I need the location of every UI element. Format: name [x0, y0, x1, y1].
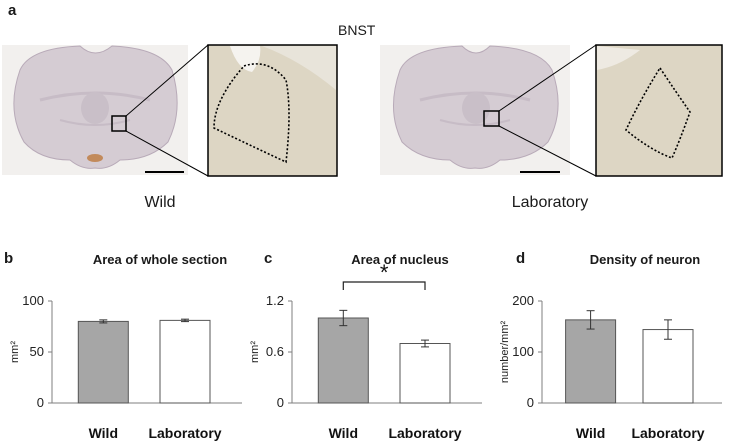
chart-area-nucleus: Area of nucleus 0 0.6 1.2 mm² Wild Laboratory… — [240, 246, 490, 443]
y-axis-label: mm² — [249, 341, 261, 363]
y-tick-label: 0.6 — [266, 344, 284, 359]
x-category-label: Laboratory — [388, 425, 461, 441]
y-tick-label: 0 — [527, 395, 534, 410]
x-category-label: Laboratory — [148, 425, 221, 441]
y-tick-label: 100 — [22, 293, 44, 308]
y-tick-label: 100 — [512, 344, 534, 359]
significance-bracket — [342, 281, 426, 290]
y-tick-label: 0 — [37, 395, 44, 410]
bar-wild — [77, 320, 129, 404]
y-tick-label: 0 — [277, 395, 284, 410]
panel-d-label: d — [516, 250, 526, 267]
bar-laboratory — [642, 329, 694, 404]
chart-title: Area of whole section — [92, 252, 228, 267]
panel-c-label: c — [264, 250, 273, 267]
x-category-label: Laboratory — [631, 425, 704, 441]
bar-wild — [565, 319, 617, 404]
chart-title: Density of neuron — [589, 252, 701, 267]
bnst-label: BNST — [338, 22, 376, 38]
y-tick-label: 200 — [512, 293, 534, 308]
panel-a-label: a — [8, 2, 17, 19]
wild-bnst-zoom-image — [207, 44, 338, 177]
laboratory-brain-section-image — [380, 45, 570, 175]
panel-b-label: b — [4, 250, 14, 267]
chart-area-whole-section: Area of whole section 0 50 100 mm² Wild Labor… — [0, 246, 250, 443]
x-category-label: Wild — [89, 425, 118, 441]
chart-title: Area of nucleus — [351, 252, 449, 267]
micrograph-panel — [2, 44, 723, 177]
y-axis-label: number/mm² — [499, 320, 511, 383]
x-category-label: Wild — [576, 425, 605, 441]
wild-brain-section-image — [2, 45, 188, 175]
bar-laboratory — [159, 319, 211, 404]
y-tick-label: 1.2 — [266, 293, 284, 308]
laboratory-caption: Laboratory — [511, 194, 589, 211]
significance-marker: * — [380, 260, 389, 285]
bar-laboratory — [399, 343, 451, 404]
wild-caption: Wild — [144, 194, 176, 211]
bar-wild — [317, 317, 369, 404]
x-category-label: Wild — [329, 425, 358, 441]
laboratory-bnst-zoom-image — [595, 44, 723, 177]
y-axis-label: mm² — [9, 341, 21, 363]
y-tick-label: 50 — [30, 344, 44, 359]
